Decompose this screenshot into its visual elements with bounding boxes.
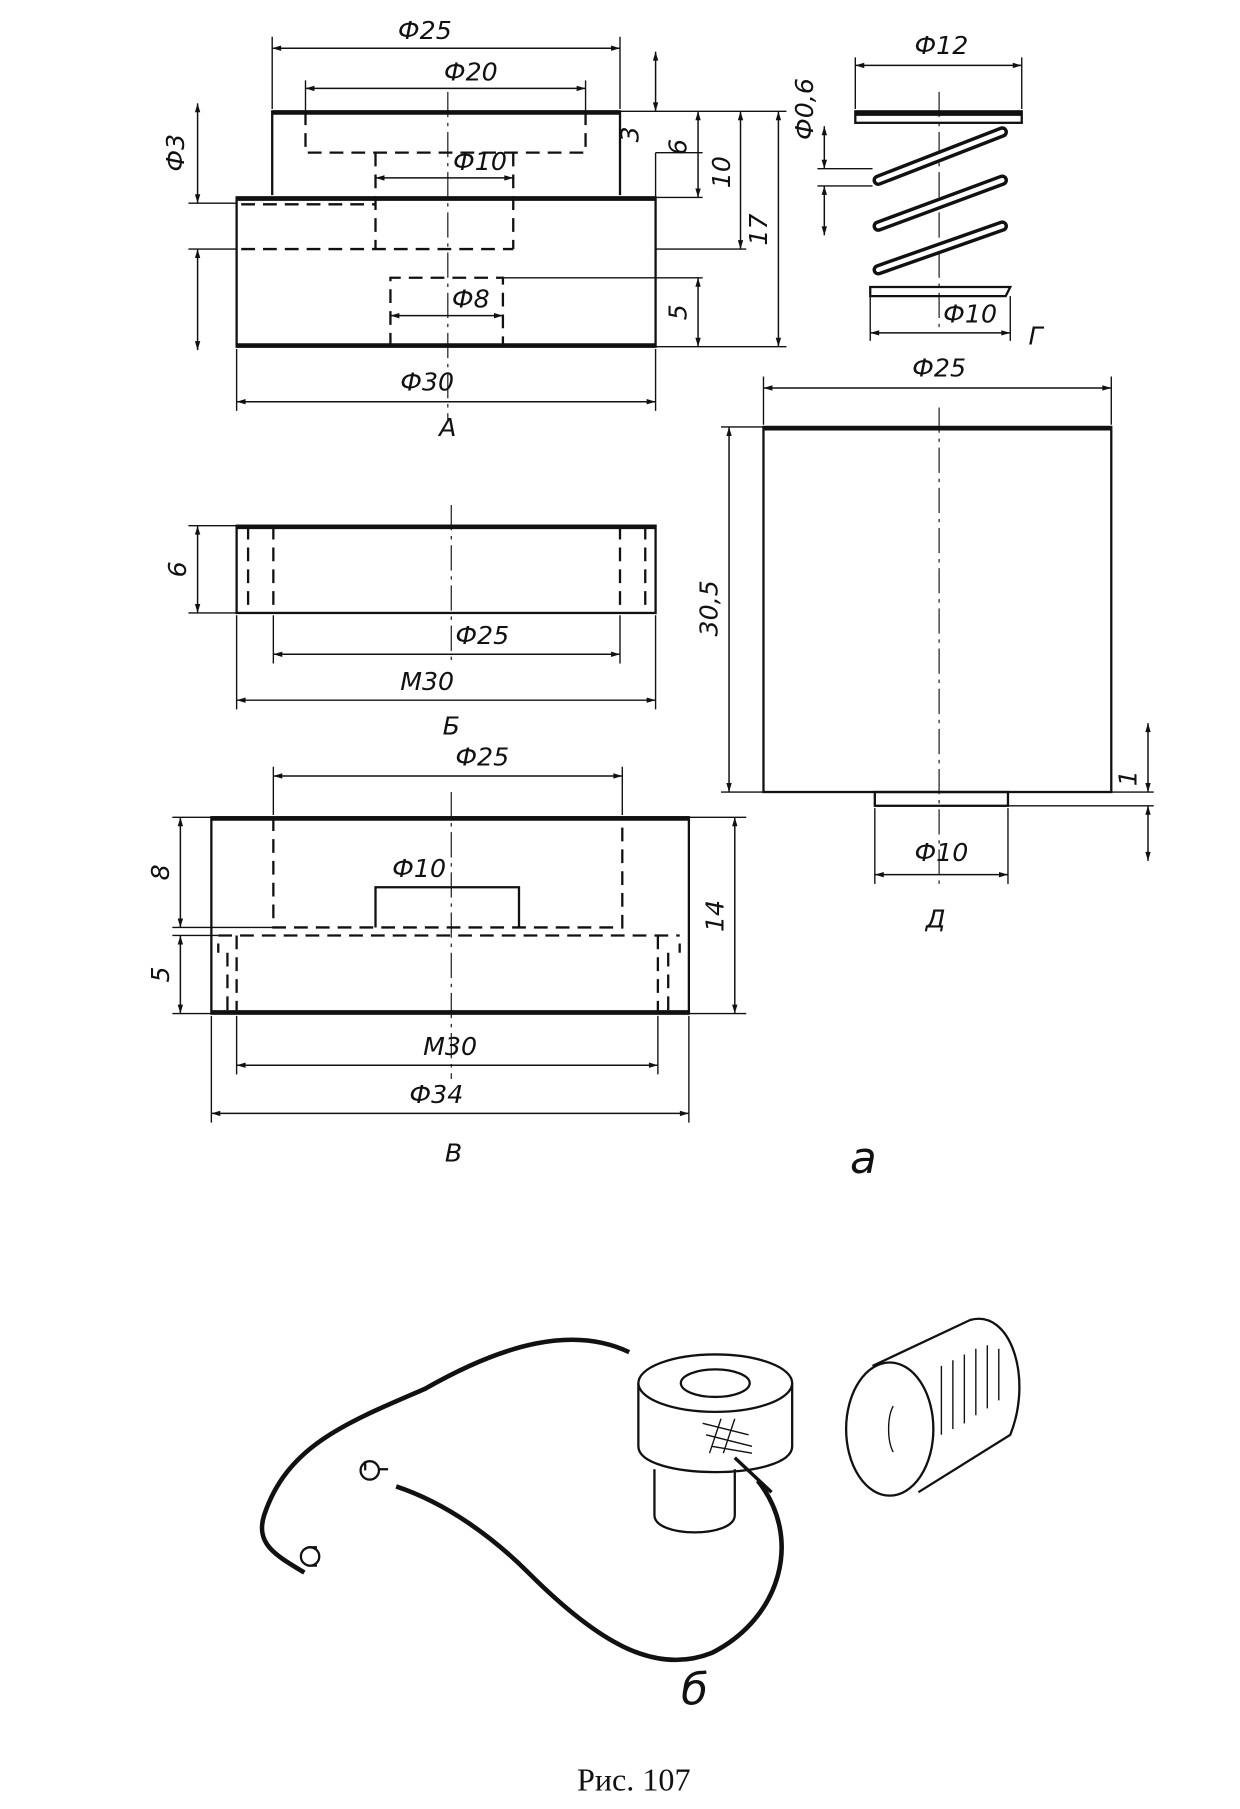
dim-g-d10: Ф10 — [943, 300, 997, 329]
dim-a-h10: 10 — [707, 156, 736, 188]
dim-g-d12: Ф12 — [914, 31, 968, 60]
dim-v-h8: 8 — [146, 864, 175, 880]
assembly-illustration — [259, 1317, 1021, 1663]
dim-b-m30: М30 — [400, 667, 454, 696]
part-g-spring: Ф12 Ф0,6 Ф10 Г — [790, 31, 1045, 350]
dim-v-d34: Ф34 — [409, 1080, 463, 1109]
label-g: Г — [1028, 321, 1044, 350]
label-v: В — [445, 1139, 462, 1168]
dim-v-h5: 5 — [146, 966, 175, 982]
dim-d-d10: Ф10 — [914, 838, 968, 867]
dim-a-h5: 5 — [664, 304, 693, 320]
dim-a-d10: Ф10 — [453, 147, 507, 176]
label-b: Б — [443, 712, 460, 741]
dim-a-h17: 17 — [744, 213, 773, 245]
subfigure-label-b: б — [681, 1666, 708, 1716]
cable-2 — [395, 1479, 784, 1663]
cable — [259, 1337, 631, 1575]
part-v-drawing: Ф25 Ф10 8 5 14 М30 Ф34 В — [146, 743, 747, 1168]
dim-a-d3: Ф3 — [161, 134, 190, 172]
dim-a-d30: Ф30 — [400, 367, 454, 396]
bushing — [637, 1353, 794, 1534]
cap-cylinder — [844, 1317, 1021, 1497]
dim-b-d25: Ф25 — [455, 621, 509, 650]
dim-a-h3: 3 — [615, 126, 644, 142]
dim-a-d25: Ф25 — [398, 16, 452, 45]
dim-a-h6: 6 — [664, 139, 693, 155]
part-d-drawing: Ф25 30,5 1 Ф10 Д — [695, 353, 1154, 933]
dim-d-h1: 1 — [1114, 770, 1143, 786]
label-a: А — [437, 413, 456, 442]
subfigure-label-a: а — [850, 1134, 877, 1184]
label-d: Д — [925, 904, 946, 933]
dim-v-m30: М30 — [423, 1032, 477, 1061]
dim-b-h6: 6 — [163, 561, 192, 577]
dim-v-d25: Ф25 — [455, 743, 509, 772]
dim-v-h14: 14 — [700, 900, 729, 932]
figure-caption: Рис. 107 — [577, 1762, 691, 1798]
dim-d-d25: Ф25 — [912, 353, 966, 382]
dim-a-d8: Ф8 — [452, 285, 490, 314]
dim-d-h305: 30,5 — [695, 580, 724, 636]
dim-a-d20: Ф20 — [444, 57, 498, 86]
dim-g-d06: Ф0,6 — [790, 78, 819, 140]
part-b-drawing: 6 Ф25 М30 Б — [163, 505, 657, 741]
spring-coils — [872, 126, 1008, 276]
part-a-drawing: Ф25 Ф20 Ф10 Ф8 Ф30 3 6 10 17 5 Ф3 А — [161, 16, 787, 442]
dim-v-d10: Ф10 — [392, 854, 446, 883]
terminal-lug-icon — [299, 1460, 389, 1567]
